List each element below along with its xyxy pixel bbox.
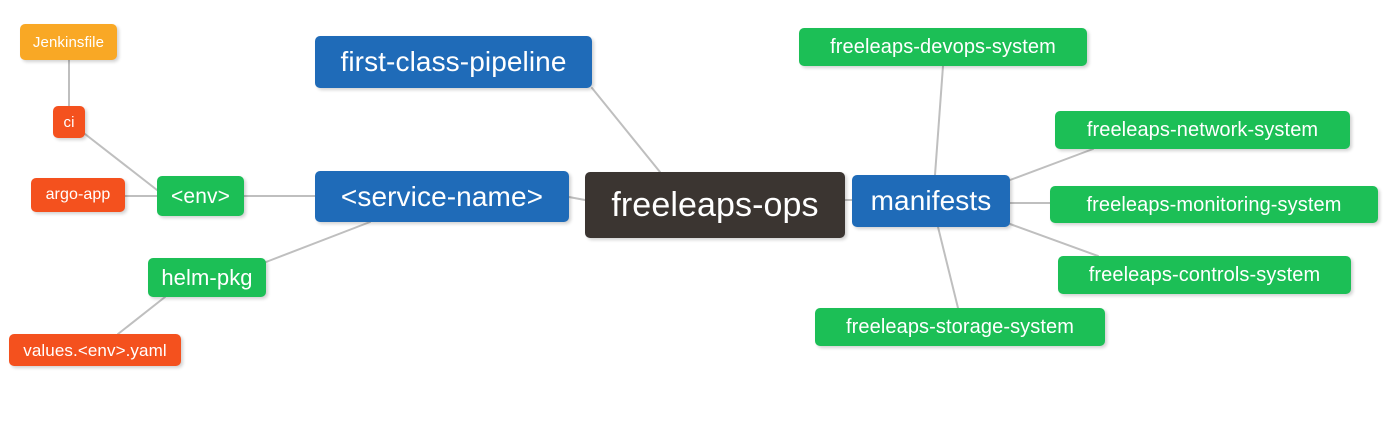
mindmap-node-label: argo-app bbox=[45, 186, 111, 203]
mindmap-node-jenkinsfile[interactable]: Jenkinsfile bbox=[20, 24, 117, 60]
mindmap-node-freeleaps-network-system[interactable]: freeleaps-network-system bbox=[1055, 111, 1350, 149]
edge-first-class-pipeline-to-freeleaps-ops bbox=[591, 87, 661, 173]
edge-helm-pkg-to-values-env-yaml bbox=[117, 296, 166, 335]
mindmap-node-label: freeleaps-storage-system bbox=[845, 316, 1075, 338]
mindmap-node-argo-app[interactable]: argo-app bbox=[31, 178, 125, 212]
mindmap-node-freeleaps-devops-system[interactable]: freeleaps-devops-system bbox=[799, 28, 1087, 66]
mindmap-node-label: <env> bbox=[171, 184, 230, 208]
mindmap-node-helm-pkg[interactable]: helm-pkg bbox=[148, 258, 266, 297]
edge-service-name-to-freeleaps-ops bbox=[568, 196, 586, 201]
mindmap-node-label: ci bbox=[63, 113, 75, 131]
mindmap-node-freeleaps-monitoring-system[interactable]: freeleaps-monitoring-system bbox=[1050, 186, 1378, 223]
mindmap-node-first-class-pipeline[interactable]: first-class-pipeline bbox=[315, 36, 592, 88]
mindmap-node-values-env-yaml[interactable]: values.<env>.yaml bbox=[9, 334, 181, 366]
mindmap-node-label: freeleaps-network-system bbox=[1086, 119, 1319, 141]
edge-manifests-to-freeleaps-controls-system bbox=[1009, 223, 1099, 257]
mindmap-node-label: freeleaps-controls-system bbox=[1088, 264, 1321, 286]
mindmap-node-label: freeleaps-devops-system bbox=[830, 36, 1056, 58]
edge-service-name-to-helm-pkg bbox=[265, 221, 371, 263]
mindmap-node-freeleaps-controls-system[interactable]: freeleaps-controls-system bbox=[1058, 256, 1351, 294]
mindmap-node-env[interactable]: <env> bbox=[157, 176, 244, 216]
edge-manifests-to-freeleaps-devops-system bbox=[934, 65, 944, 176]
mindmap-node-freeleaps-storage-system[interactable]: freeleaps-storage-system bbox=[815, 308, 1105, 346]
mindmap-node-freeleaps-ops[interactable]: freeleaps-ops bbox=[585, 172, 845, 238]
mindmap-node-label: manifests bbox=[870, 185, 992, 216]
mindmap-node-label: freeleaps-monitoring-system bbox=[1086, 193, 1342, 216]
mindmap-node-label: freeleaps-ops bbox=[611, 186, 819, 224]
mindmap-node-label: Jenkinsfile bbox=[32, 33, 105, 51]
edge-manifests-to-freeleaps-network-system bbox=[1009, 148, 1094, 181]
mindmap-node-service-name[interactable]: <service-name> bbox=[315, 171, 569, 222]
mindmap-node-ci[interactable]: ci bbox=[53, 106, 85, 138]
edge-manifests-to-freeleaps-storage-system bbox=[937, 226, 959, 309]
mindmap-node-label: first-class-pipeline bbox=[340, 46, 567, 77]
mindmap-node-label: values.<env>.yaml bbox=[23, 340, 167, 360]
mindmap-node-manifests[interactable]: manifests bbox=[852, 175, 1010, 227]
mindmap-node-label: helm-pkg bbox=[161, 264, 253, 290]
mindmap-node-label: <service-name> bbox=[340, 180, 544, 212]
